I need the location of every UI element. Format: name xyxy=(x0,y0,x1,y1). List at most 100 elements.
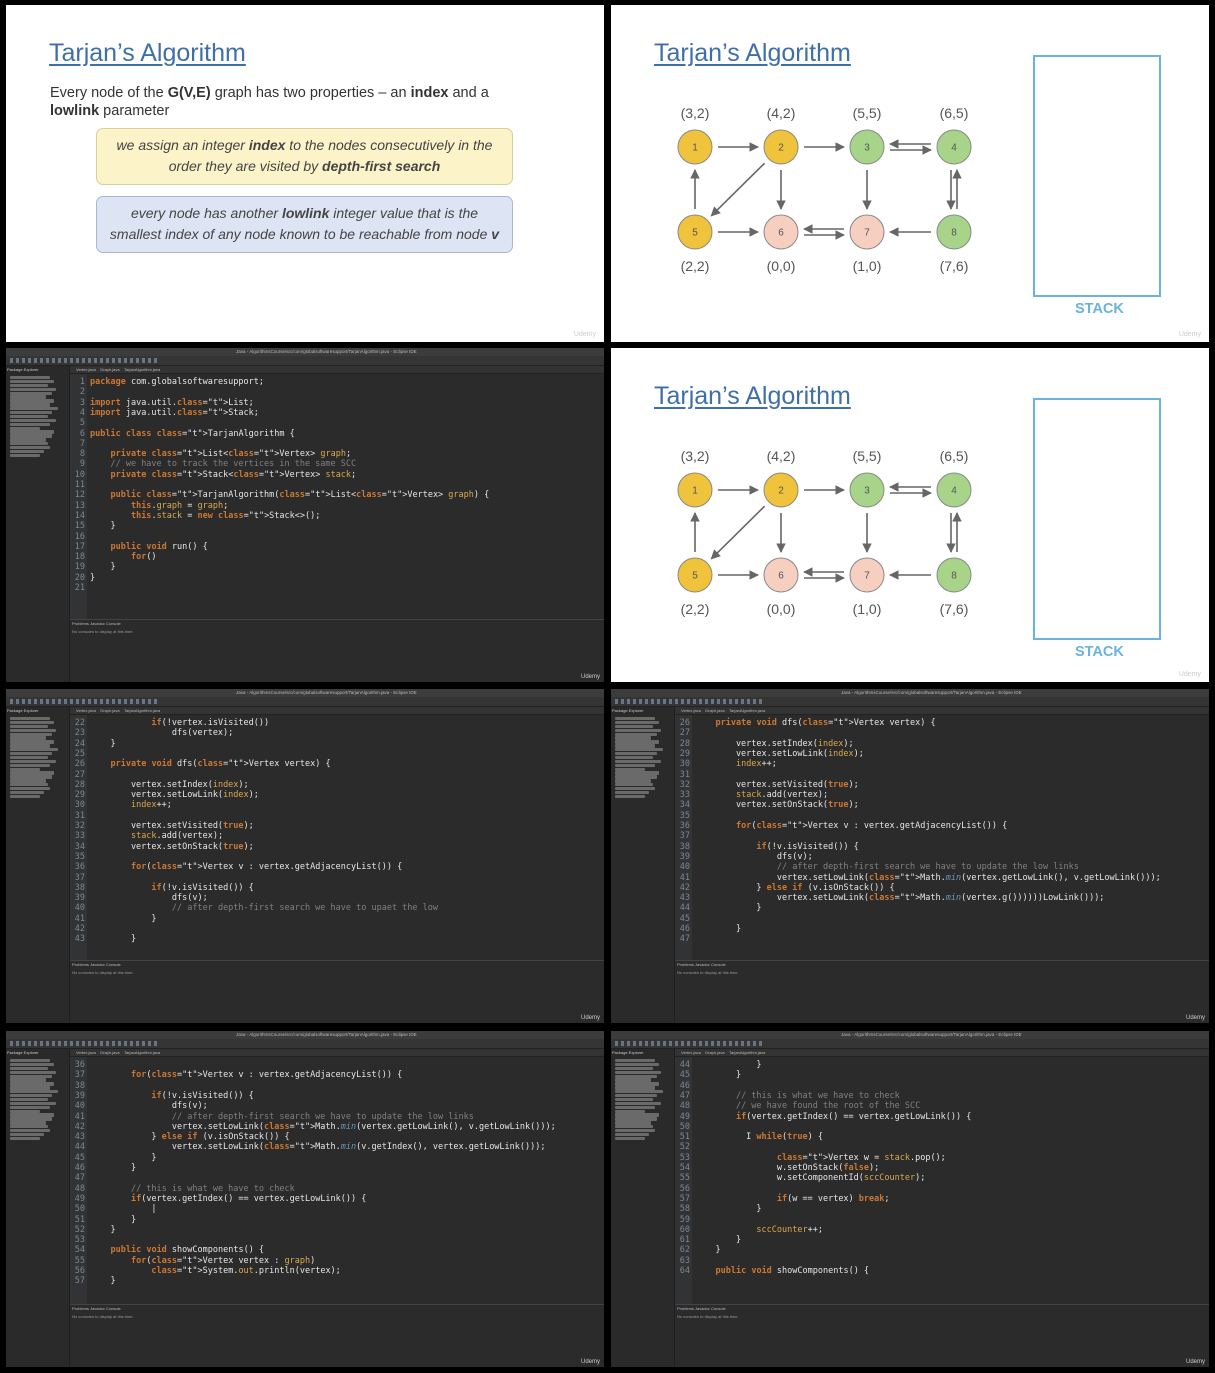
editor-tab[interactable]: Graph.java xyxy=(100,367,120,372)
tree-item[interactable] xyxy=(615,779,651,783)
tree-item[interactable] xyxy=(10,1117,52,1121)
tree-item[interactable] xyxy=(10,418,56,423)
tree-item[interactable] xyxy=(10,1094,52,1098)
editor-tab[interactable]: Graph.java xyxy=(100,708,120,713)
editor-tab[interactable]: Graph.java xyxy=(100,1050,120,1055)
package-explorer-tab[interactable]: Package Explorer xyxy=(7,1050,39,1055)
tree-item[interactable] xyxy=(615,752,657,756)
tree-item[interactable] xyxy=(615,1113,659,1117)
editor-tab[interactable]: TarjanAlgorithm.java xyxy=(124,1050,161,1055)
tree-item[interactable] xyxy=(10,794,40,799)
tree-item[interactable] xyxy=(615,748,663,752)
toolbar-icons[interactable] xyxy=(615,1041,765,1046)
tree-item[interactable] xyxy=(615,1109,645,1113)
tree-item[interactable] xyxy=(10,434,52,438)
tree-item[interactable] xyxy=(615,1094,657,1098)
tree-item[interactable] xyxy=(10,1070,56,1074)
editor-tab[interactable]: Vertex.java xyxy=(681,1050,701,1055)
tree-item[interactable] xyxy=(615,1078,651,1082)
tree-item[interactable] xyxy=(10,771,54,775)
tree-item[interactable] xyxy=(615,744,655,748)
tree-item[interactable] xyxy=(10,759,56,764)
tree-item[interactable] xyxy=(615,1070,661,1074)
tree-item[interactable] xyxy=(10,399,54,403)
console-tabs[interactable]: Problems Javadoc Console xyxy=(677,962,726,967)
tree-item[interactable] xyxy=(615,1097,653,1102)
tree-item[interactable] xyxy=(10,752,52,756)
tree-item[interactable] xyxy=(10,744,50,748)
tree-item[interactable] xyxy=(10,740,54,744)
tree-item[interactable] xyxy=(10,391,52,395)
tree-item[interactable] xyxy=(10,1109,40,1113)
tree-item[interactable] xyxy=(10,1090,58,1094)
package-explorer-tab[interactable]: Package Explorer xyxy=(7,367,39,372)
tree-item[interactable] xyxy=(10,446,50,450)
tree-item[interactable] xyxy=(615,775,657,779)
editor-tab[interactable]: Vertex.java xyxy=(76,1050,96,1055)
tree-item[interactable] xyxy=(10,379,54,384)
tree-item[interactable] xyxy=(10,736,46,740)
editor-tab[interactable]: TarjanAlgorithm.java xyxy=(729,708,766,713)
tree-item[interactable] xyxy=(615,724,653,729)
editor-tab[interactable]: Vertex.java xyxy=(76,367,96,372)
tree-item[interactable] xyxy=(10,395,46,399)
tree-item[interactable] xyxy=(615,759,661,764)
tree-item[interactable] xyxy=(10,442,48,446)
tree-item[interactable] xyxy=(615,728,661,732)
tree-item[interactable] xyxy=(615,1066,653,1071)
editor-tab[interactable]: TarjanAlgorithm.java xyxy=(124,367,161,372)
tree-item[interactable] xyxy=(10,1066,48,1071)
tree-item[interactable] xyxy=(10,1097,48,1102)
tree-item[interactable] xyxy=(615,763,655,767)
tree-item[interactable] xyxy=(10,779,46,783)
console-tabs[interactable]: Problems Javadoc Console xyxy=(677,1306,726,1311)
editor-tab[interactable]: Vertex.java xyxy=(76,708,96,713)
tree-item[interactable] xyxy=(10,1125,48,1129)
toolbar-icons[interactable] xyxy=(615,699,765,704)
tree-item[interactable] xyxy=(615,720,659,725)
tree-item[interactable] xyxy=(10,1121,46,1125)
tree-item[interactable] xyxy=(10,383,48,388)
tree-item[interactable] xyxy=(10,430,54,434)
tree-item[interactable] xyxy=(615,1059,655,1063)
tree-item[interactable] xyxy=(615,1082,659,1086)
editor-tab[interactable]: TarjanAlgorithm.java xyxy=(729,1050,766,1055)
tree-item[interactable] xyxy=(10,1105,50,1109)
tree-item[interactable] xyxy=(10,1132,44,1137)
tree-item[interactable] xyxy=(615,1121,651,1125)
tree-item[interactable] xyxy=(615,771,659,775)
tree-item[interactable] xyxy=(10,1059,50,1063)
tree-item[interactable] xyxy=(10,387,56,391)
tree-item[interactable] xyxy=(10,1074,52,1078)
tree-item[interactable] xyxy=(615,767,645,771)
tree-item[interactable] xyxy=(10,724,48,729)
tree-item[interactable] xyxy=(10,426,40,430)
tree-item[interactable] xyxy=(615,1062,659,1067)
tree-item[interactable] xyxy=(615,1086,655,1090)
console-tabs[interactable]: Problems Javadoc Console xyxy=(72,1306,121,1311)
tree-item[interactable] xyxy=(10,748,58,752)
tree-item[interactable] xyxy=(615,790,649,795)
package-explorer-tab[interactable]: Package Explorer xyxy=(612,708,644,713)
toolbar-icons[interactable] xyxy=(10,358,160,363)
tree-item[interactable] xyxy=(10,1062,54,1067)
tree-item[interactable] xyxy=(10,1082,54,1086)
tree-item[interactable] xyxy=(615,736,651,740)
tree-item[interactable] xyxy=(615,740,659,744)
editor-tab[interactable]: Graph.java xyxy=(705,1050,725,1055)
tree-item[interactable] xyxy=(10,407,58,411)
tree-item[interactable] xyxy=(615,1129,655,1133)
console-tabs[interactable]: Problems Javadoc Console xyxy=(72,621,121,626)
editor-tab[interactable]: Vertex.java xyxy=(681,708,701,713)
tree-item[interactable] xyxy=(615,1090,663,1094)
tree-item[interactable] xyxy=(10,422,50,426)
tree-item[interactable] xyxy=(10,403,50,407)
tree-item[interactable] xyxy=(615,1105,655,1109)
package-explorer-tab[interactable]: Package Explorer xyxy=(612,1050,644,1055)
tree-item[interactable] xyxy=(10,453,40,458)
editor-tab[interactable]: TarjanAlgorithm.java xyxy=(124,708,161,713)
tree-item[interactable] xyxy=(10,1129,50,1133)
tree-item[interactable] xyxy=(615,1125,653,1129)
tree-item[interactable] xyxy=(615,755,653,760)
tree-item[interactable] xyxy=(10,414,48,419)
